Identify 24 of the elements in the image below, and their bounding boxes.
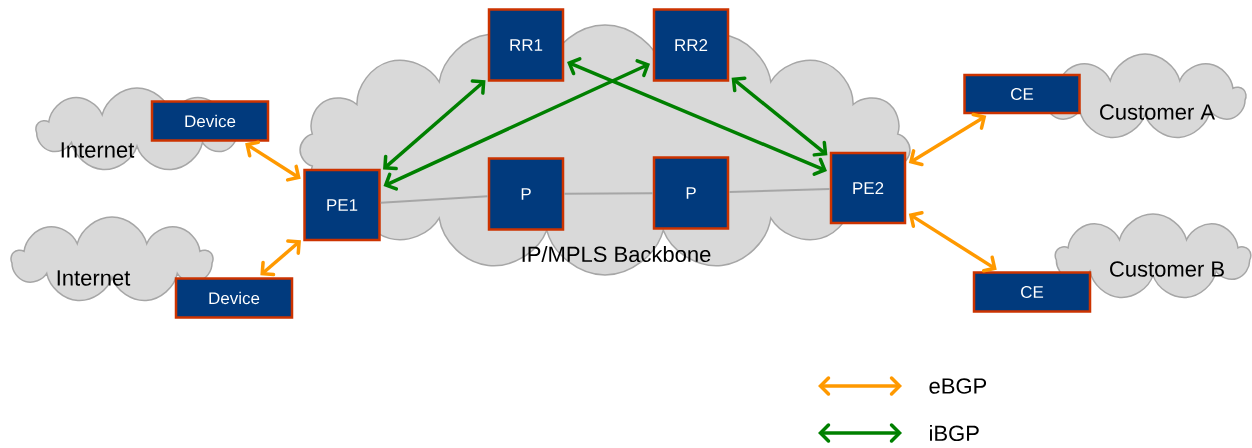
router-box: P	[487, 157, 565, 231]
arrow	[245, 140, 301, 182]
router-box: PE2	[829, 151, 907, 225]
connector-line	[563, 192, 654, 195]
router-box: CE	[972, 271, 1092, 313]
router-box: RR1	[487, 8, 565, 82]
router-box: PE1	[303, 168, 381, 242]
router-box: Device	[174, 277, 294, 319]
legend-label: iBGP	[930, 424, 979, 442]
legend-label: eBGP	[929, 378, 987, 394]
cloud: Customer B	[1054, 213, 1252, 299]
connector-line	[379, 195, 489, 204]
router-box: P	[652, 156, 730, 230]
arrow	[908, 210, 997, 273]
arrow	[260, 239, 301, 277]
arrow	[567, 57, 827, 176]
router-box: RR2	[652, 8, 730, 82]
router-box: CE	[963, 73, 1081, 115]
arrow	[908, 112, 987, 167]
router-box: Device	[150, 100, 270, 142]
arrow	[383, 59, 651, 191]
arrow	[383, 79, 486, 171]
connector-line	[728, 188, 831, 193]
arrow	[731, 76, 828, 157]
